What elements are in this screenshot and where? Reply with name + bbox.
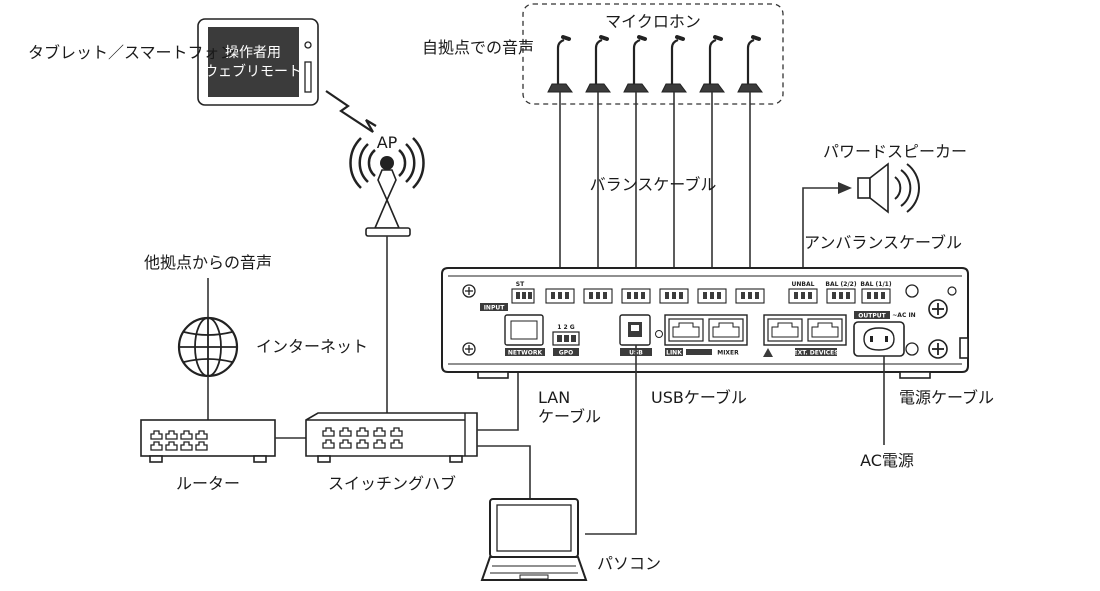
- pc-lan-line: [477, 445, 531, 520]
- tablet-label: タブレット／スマートフォン: [28, 43, 236, 62]
- wireless-signal-icon: [325, 90, 377, 133]
- usb-cable-line: [585, 345, 637, 535]
- network-port-label: NETWORK: [508, 350, 543, 357]
- lan-cable-label-line1: LAN: [538, 388, 570, 407]
- screw-icon: [928, 339, 948, 359]
- router-device: [140, 419, 276, 463]
- gpo-label: GPO: [559, 350, 573, 357]
- screw-icon: [462, 284, 476, 298]
- pc-label: パソコン: [597, 554, 661, 573]
- lan-cable-label-line2: ケーブル: [538, 407, 601, 426]
- st-label: ST: [516, 281, 525, 288]
- switching-hub-device: [305, 412, 478, 463]
- input-panel-label: INPUT: [484, 305, 506, 312]
- router-label: ルーター: [176, 474, 240, 493]
- unbalanced-cable-label: アンバランスケーブル: [804, 233, 962, 252]
- screw-icon: [462, 342, 476, 356]
- ac-in-label: ~AC IN: [892, 312, 915, 319]
- local-audio-label: 自拠点での音声: [422, 38, 534, 57]
- remote-audio-label: 他拠点からの音声: [144, 253, 272, 272]
- ac-power-label: AC電源: [860, 451, 914, 470]
- bal-1-1-label: BAL (1/1): [860, 281, 891, 288]
- lan-cable-line: [477, 350, 519, 431]
- access-point-icon: AP: [349, 133, 425, 237]
- microphone-icon: [699, 35, 725, 93]
- microphone-group-box: [522, 3, 784, 105]
- tablet-screen-line1: 操作者用: [225, 45, 281, 61]
- microphones-label: マイクロホン: [605, 12, 701, 31]
- unbalanced-cable-line: [802, 187, 840, 283]
- microphone-set: [547, 35, 763, 93]
- bal-2-2-label: BAL (2/2): [825, 281, 856, 288]
- power-cable-label: 電源ケーブル: [899, 388, 994, 407]
- internet-label: インターネット: [256, 337, 368, 356]
- ap-label: AP: [377, 133, 398, 152]
- powered-speaker-label: パワードスピーカー: [823, 142, 967, 161]
- speaker-icon: [857, 162, 920, 214]
- usb-cable-label: USBケーブル: [651, 388, 747, 407]
- tablet-screen-line2: ウェブリモート: [204, 63, 302, 80]
- link-label: LINK: [666, 350, 682, 357]
- microphone-icon: [737, 35, 763, 93]
- gpo-pins-label: 1 2 G: [557, 324, 575, 331]
- microphone-icon: [585, 35, 611, 93]
- tablet-device: 操作者用 ウェブリモート: [197, 18, 319, 106]
- microphone-icon: [661, 35, 687, 93]
- screw-icon: [928, 299, 948, 319]
- microphone-icon: [547, 35, 573, 93]
- balanced-cable-label: バランスケーブル: [590, 175, 717, 194]
- globe-icon: [177, 316, 239, 378]
- switching-hub-label: スイッチングハブ: [328, 474, 456, 493]
- microphone-icon: [623, 35, 649, 93]
- unbal-label: UNBAL: [792, 281, 815, 288]
- audio-processor-rear-panel: INPUT ST UNBAL BAL (2/2) BAL (1/1) OUTPU…: [441, 267, 969, 379]
- mixer-label: MIXER: [717, 350, 739, 357]
- ext-devices-label: EXT. DEVICES: [793, 350, 838, 357]
- output-panel-label: OUTPUT: [858, 313, 886, 320]
- laptop-icon: [480, 498, 588, 581]
